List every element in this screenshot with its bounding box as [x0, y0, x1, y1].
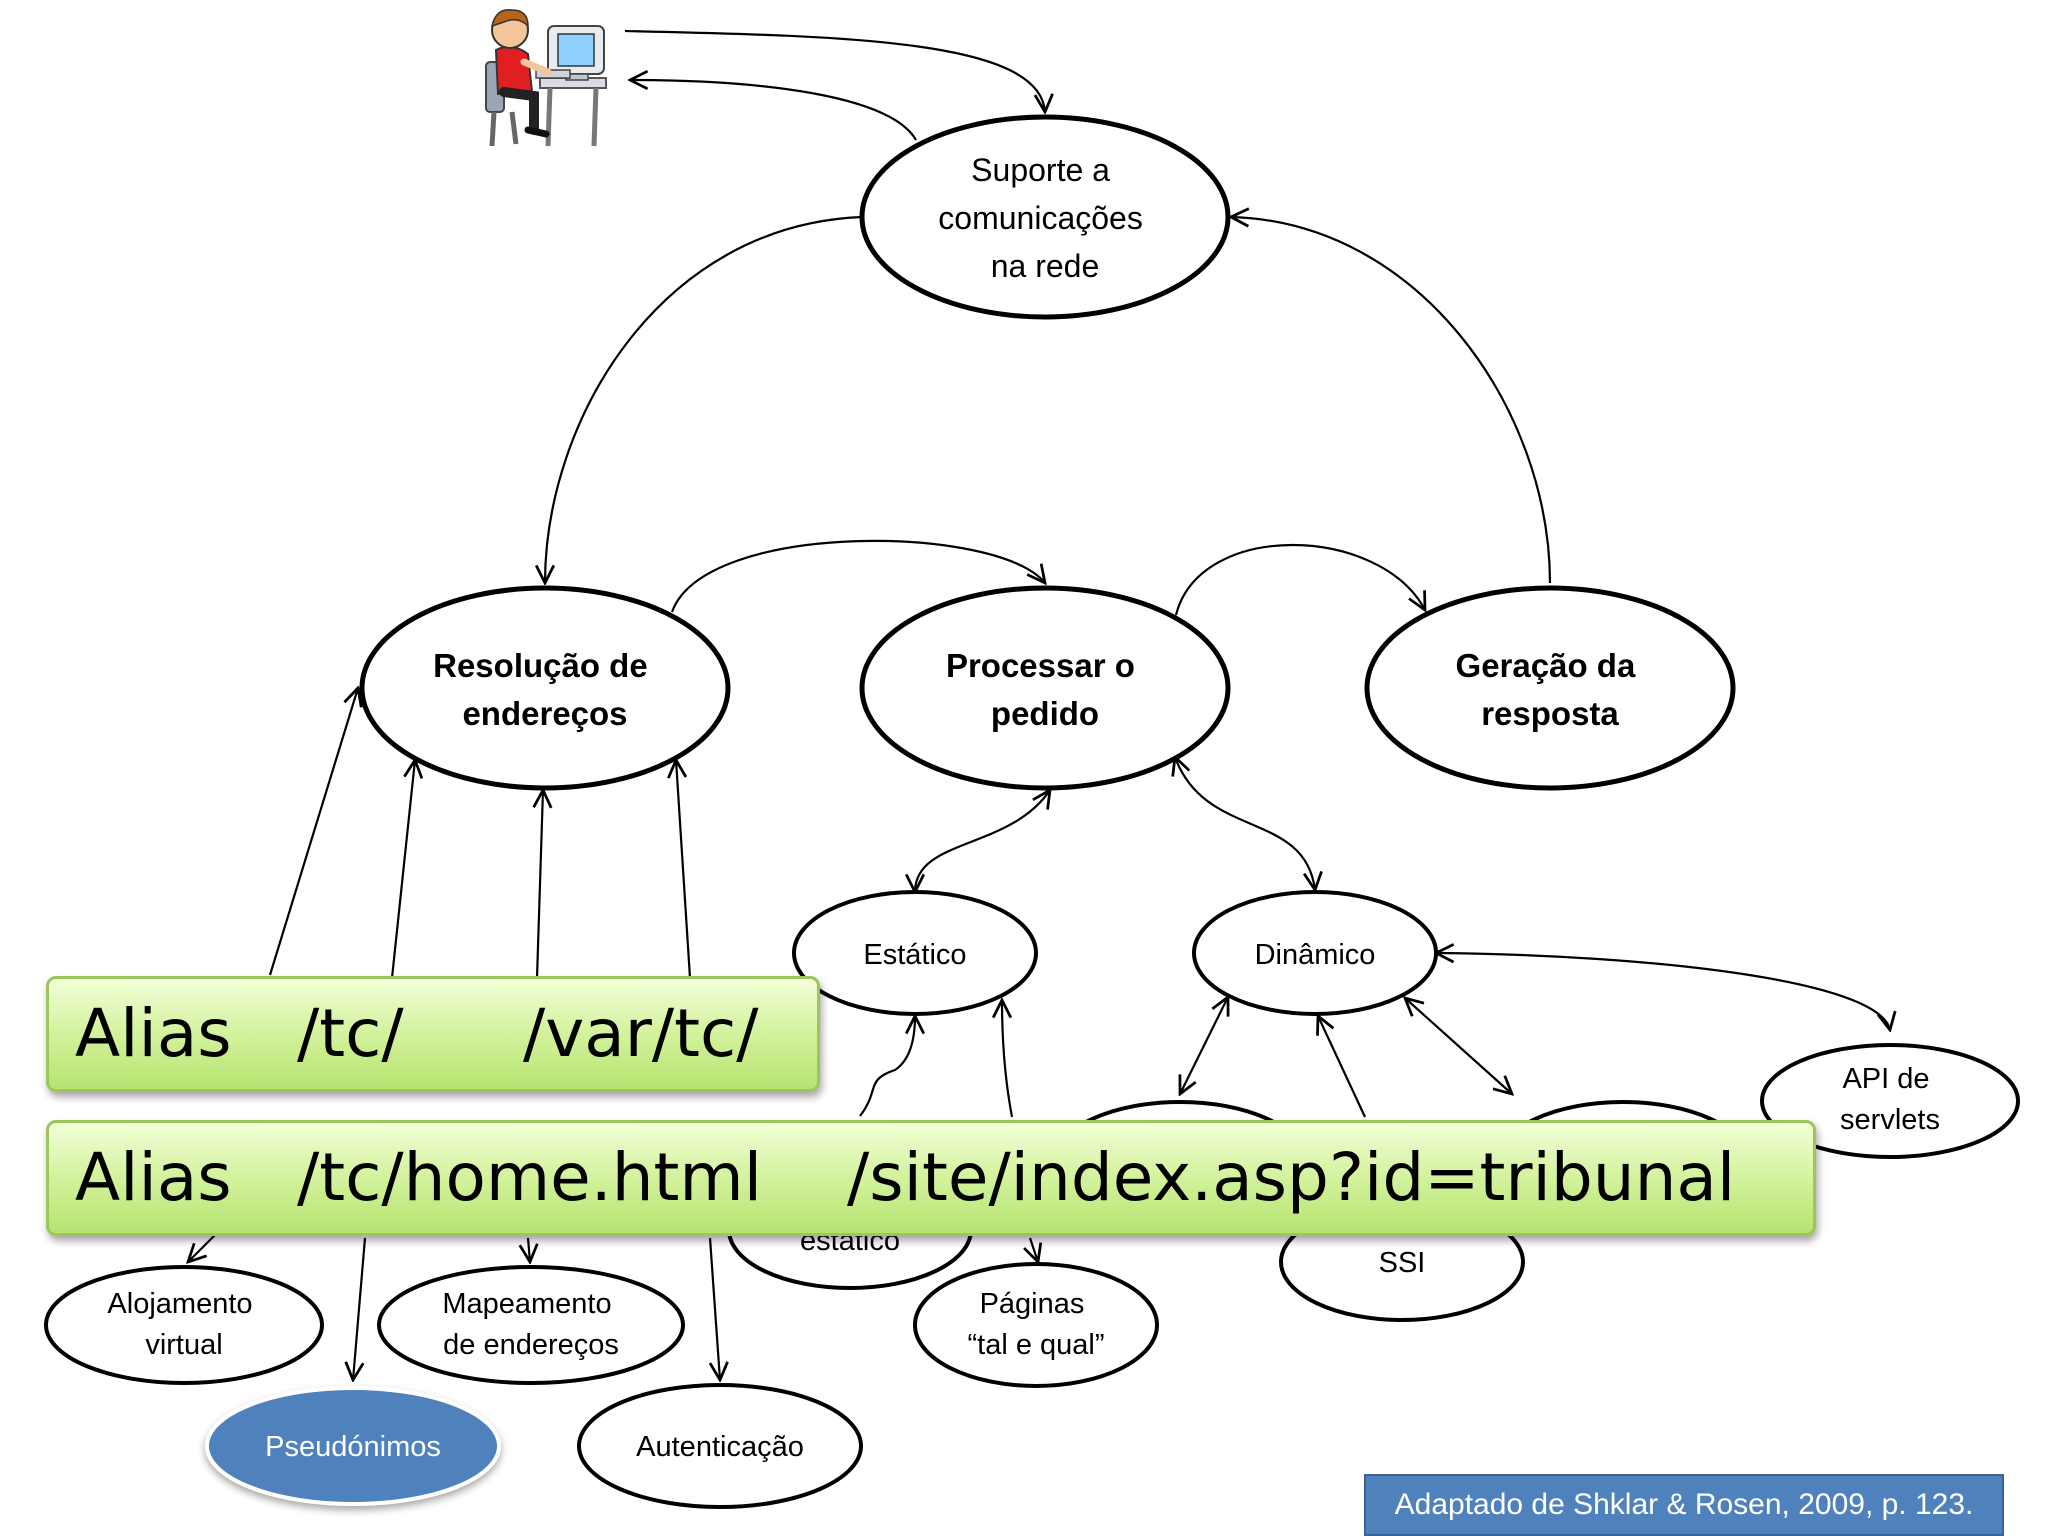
- alias-keyword: Alias: [75, 995, 232, 1072]
- node-geracao-ellipse: [1364, 585, 1736, 791]
- connector-arrows: [188, 29, 1890, 1380]
- arrow-to-estatico-left: [859, 1016, 915, 1117]
- node-mapeamento-ellipse: [377, 1265, 685, 1385]
- arrow-dinamico-left: [1180, 997, 1228, 1094]
- arrow-user-to-suporte: [624, 29, 1045, 112]
- node-suporte-ellipse: [859, 114, 1231, 320]
- arrow-processar-dinamico: [1175, 757, 1315, 890]
- arrow-suporte-to-resolucao: [545, 215, 863, 583]
- node-processar-label: Processar o pedido: [946, 647, 1144, 732]
- node-api-label: API de servlets: [1840, 1063, 1940, 1136]
- alias-from-path: /tc/: [297, 995, 404, 1072]
- node-dinamico-label: Dinâmico: [1255, 939, 1376, 971]
- node-suporte-label: Suporte a comunicações na rede: [938, 152, 1151, 284]
- node-estatico-ellipse: [792, 890, 1038, 1016]
- node-resolucao-label: Resolução de endereços: [433, 647, 657, 732]
- node-resolucao-ellipse: [359, 585, 731, 791]
- node-paginas-label: Páginas “tal e qual”: [967, 1288, 1104, 1361]
- node-mapeamento-label: Mapeamento de endereços: [442, 1288, 619, 1361]
- node-alojamento-ellipse: [44, 1265, 324, 1385]
- arrow-to-paginas: [1030, 1237, 1038, 1262]
- arrow-resolucao-to-autenticacao: [710, 1237, 720, 1380]
- arrow-geracao-to-suporte: [1231, 217, 1552, 584]
- arrow-mapeamento-to-resolucao: [537, 790, 543, 979]
- arrow-autenticacao-to-resolucao: [676, 760, 692, 979]
- arrow-processar-estatico: [915, 790, 1050, 892]
- arrow-dinamico-api: [1436, 953, 1890, 1030]
- arrow-to-estatico-right: [1002, 1000, 1014, 1118]
- arrow-resolucao-to-pseudonimos: [353, 1237, 367, 1380]
- arrow-pseudonimos-to-resolucao: [390, 760, 415, 979]
- alias-keyword: Alias: [75, 1139, 232, 1216]
- alias-to-path: /var/tc/: [523, 995, 759, 1072]
- node-ssi-label: SSI: [1379, 1247, 1426, 1279]
- alias-from-path: /tc/home.html: [297, 1139, 763, 1216]
- node-pseudonimos-label: Pseudónimos: [265, 1431, 441, 1463]
- alias-callout-2: Alias /tc/home.html /site/index.asp?id=t…: [46, 1120, 1816, 1236]
- node-estatico-label: Estático: [863, 939, 966, 971]
- node-autenticacao-label: Autenticação: [636, 1431, 804, 1463]
- arrow-to-dinamico: [1318, 1016, 1366, 1118]
- node-alojamento-label: Alojamento virtual: [107, 1288, 260, 1361]
- arrow-dinamico-right: [1405, 998, 1512, 1094]
- node-processar-ellipse: [859, 585, 1231, 791]
- node-pseudonimos-ellipse: [205, 1386, 501, 1506]
- node-paginas-ellipse: [913, 1262, 1159, 1388]
- arrow-to-mapeamento: [528, 1237, 530, 1262]
- alias-callout-1: Alias /tc/ /var/tc/: [46, 976, 820, 1092]
- node-geracao-label: Geração da resposta: [1456, 647, 1645, 732]
- arrow-suporte-to-user: [630, 80, 917, 141]
- arrow-resolucao-to-processar: [670, 539, 1045, 613]
- user-computer-icon: [485, 9, 607, 147]
- node-dinamico-ellipse: [1192, 890, 1438, 1016]
- node-api-ellipse: [1760, 1043, 2020, 1159]
- arrow-processar-to-geracao: [1174, 543, 1425, 616]
- alias-to-path: /site/index.asp?id=tribunal: [847, 1139, 1736, 1216]
- node-autenticacao-ellipse: [577, 1383, 863, 1509]
- source-citation: Adaptado de Shklar & Rosen, 2009, p. 123…: [1364, 1474, 2004, 1536]
- arrow-alojamento-to-resolucao: [268, 688, 358, 976]
